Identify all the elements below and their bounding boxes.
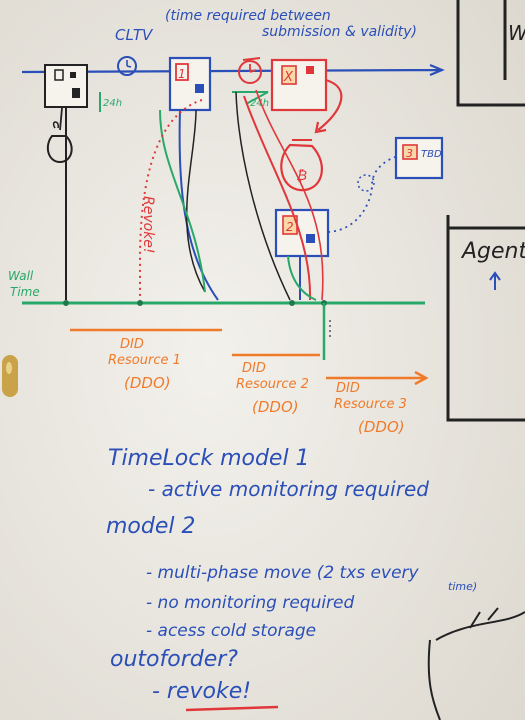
note-cold-storage: - acess cold storage <box>146 621 316 641</box>
tx-box-3 <box>394 136 444 180</box>
dotted-clock-icon <box>357 174 375 192</box>
did-resource-2: DID Resource 2 (DDO) <box>236 361 309 416</box>
did-resource-2-line1: DID <box>242 361 266 376</box>
did-resource-1-line1: DID <box>120 337 144 352</box>
tx-box-0 <box>44 64 88 108</box>
note-model2: model 2 <box>106 514 196 539</box>
right-panel <box>446 0 525 422</box>
tx-box-x <box>270 58 328 112</box>
note-revoke: - revoke! <box>152 679 251 704</box>
drop-lines <box>65 89 324 301</box>
tx-box-3-number: 3 <box>406 147 413 160</box>
note-timelock-model1: TimeLock model 1 <box>108 446 310 471</box>
did-resource-1: DID Resource 1 (DDO) <box>108 337 181 392</box>
wall-time-word2: Time <box>10 285 40 299</box>
board-magnet <box>2 355 18 397</box>
cltv-label: CLTV <box>115 26 154 44</box>
did-resource-3-line1: DID <box>336 381 360 396</box>
did-resource-3: DID Resource 3 (DDO) <box>334 381 407 436</box>
tx-box-2 <box>274 208 330 258</box>
wall-time-word1: Wall <box>8 269 34 283</box>
agent-arrow <box>489 271 501 290</box>
svg-text:₿: ₿ <box>296 168 307 184</box>
right-panel-letter: W <box>508 21 525 45</box>
red-curve-arrowhead <box>314 121 327 134</box>
note-no-monitoring: - no monitoring required <box>146 593 355 613</box>
did-resource-3-line3: (DDO) <box>358 418 405 436</box>
did-resource-3-line2: Resource 3 <box>334 397 407 412</box>
tx-box-1-number: 1 <box>178 67 186 81</box>
top-blue-arrow <box>21 63 445 77</box>
red-dotted-curve <box>139 99 203 300</box>
timer-label-2: 24h <box>250 98 269 109</box>
tx-box-x-label: X <box>283 70 294 85</box>
board-magnet-shine <box>6 362 12 374</box>
orange-arrow-3 <box>326 370 429 386</box>
money-bag-icon <box>46 107 73 164</box>
bottom-right-sketch <box>427 607 525 720</box>
cltv-note-line2: submission & validity) <box>262 24 417 40</box>
revoke-vertical-label: Revoke! <box>140 196 156 254</box>
tbd-label: TBD <box>421 149 442 160</box>
note-multiphase-cont: time) <box>448 580 477 593</box>
bitcoin-bag-icon: ₿ <box>280 139 323 192</box>
agent-label: Agent <box>460 239 525 264</box>
did-resource-2-line3: (DDO) <box>252 398 299 416</box>
timer-label-1: 24h <box>103 98 122 109</box>
did-resource-2-line2: Resource 2 <box>236 377 309 392</box>
note-active-monitoring: - active monitoring required <box>148 477 429 501</box>
note-outoforder: outoforder? <box>110 647 238 672</box>
note-multiphase: - multi-phase move (2 txs every <box>146 563 420 583</box>
timer-bracket-2 <box>232 91 269 105</box>
red-clock-icon <box>238 57 262 84</box>
did-resource-1-line2: Resource 1 <box>108 353 181 368</box>
tx-box-1 <box>168 56 212 112</box>
cltv-note-line1: (time required between <box>165 8 331 24</box>
clock-icon <box>117 56 137 76</box>
did-resource-1-line3: (DDO) <box>124 374 171 392</box>
revoke-underline <box>185 705 279 712</box>
red-curve-to-bag <box>317 78 343 131</box>
tx-box-2-number: 2 <box>286 220 294 234</box>
